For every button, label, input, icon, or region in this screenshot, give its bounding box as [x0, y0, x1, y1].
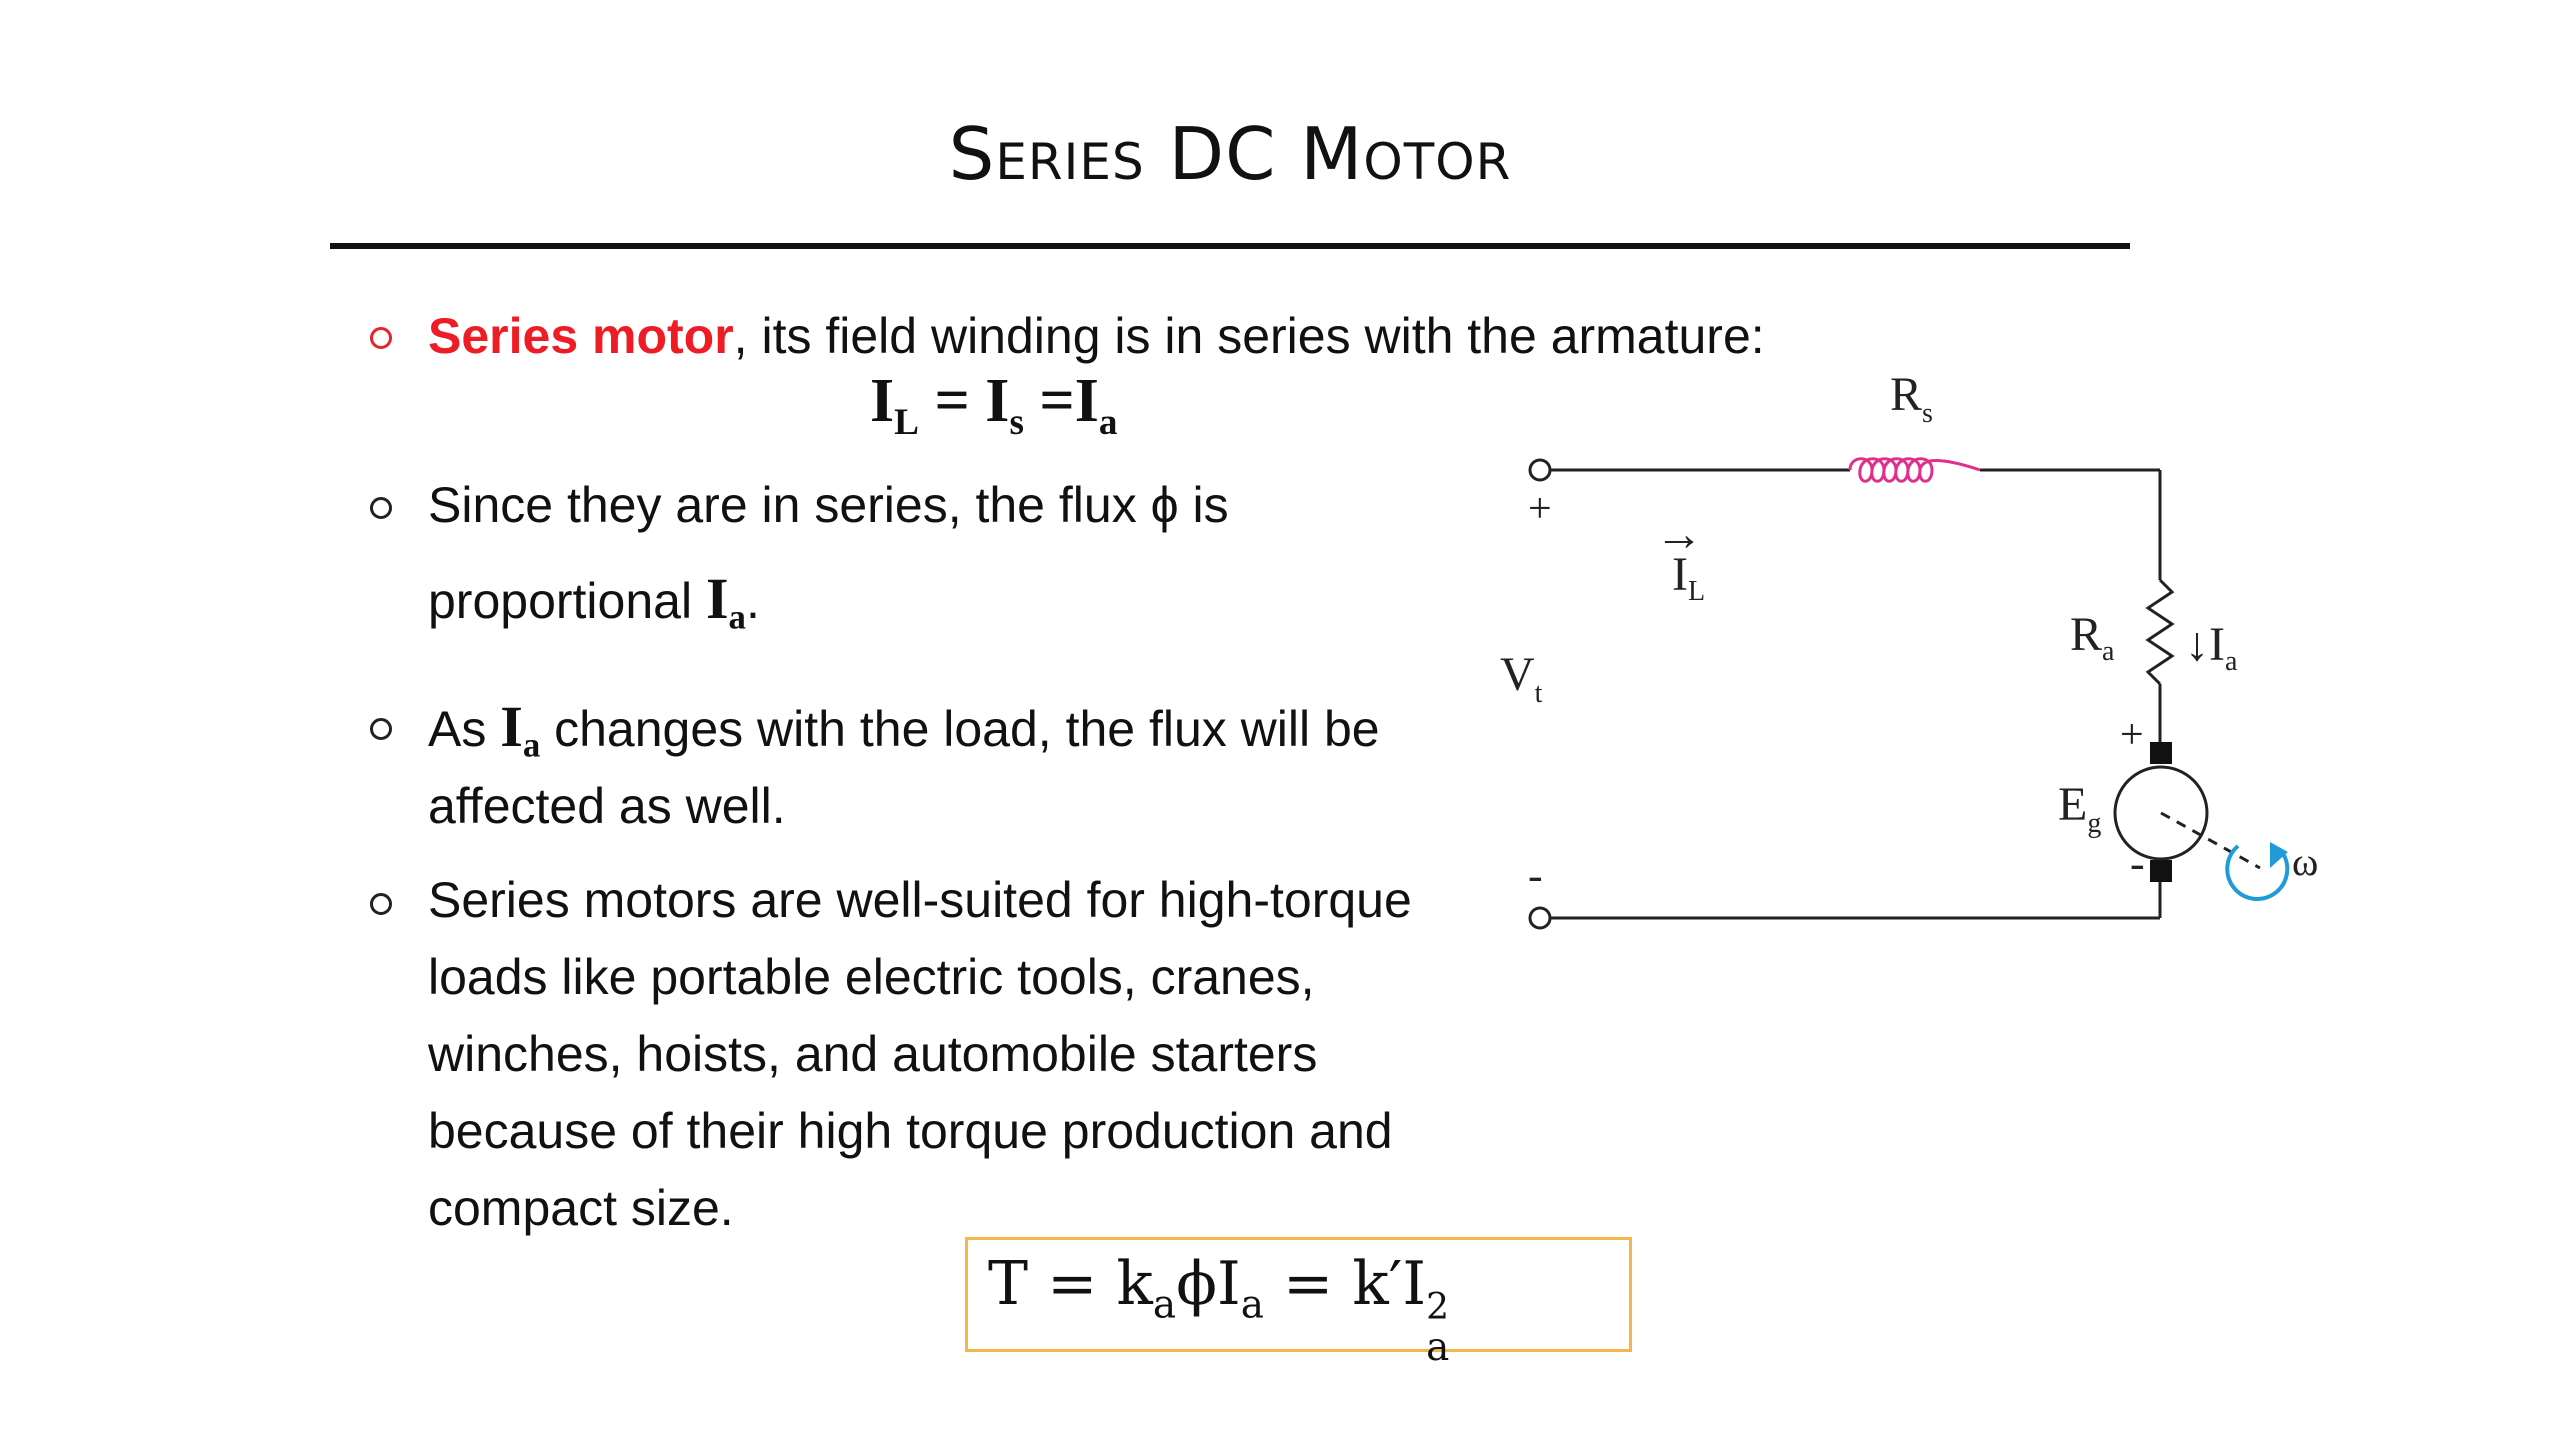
label-eg: Eg — [2058, 778, 2101, 839]
label-plus-armature: + — [2120, 712, 2144, 758]
bullet-4-line-5: compact size. — [428, 1180, 734, 1236]
rotation-arrowhead — [2270, 842, 2288, 868]
label-rs: Rs — [1890, 368, 1933, 429]
bullet-3-line-2: affected as well. — [428, 778, 786, 834]
bullet-4-line-1: Series motors are well-suited for high-t… — [428, 872, 1412, 928]
series-field-coil — [1848, 457, 1981, 483]
bullet-3-line-1: As Ia changes with the load, the flux wi… — [428, 694, 1380, 765]
label-il: IL — [1672, 548, 1705, 607]
label-vt: Vt — [1500, 648, 1543, 709]
bullet-4-line-4: because of their high torque production … — [428, 1103, 1393, 1159]
motor-shaft — [2160, 811, 2261, 870]
label-plus-terminal: + — [1528, 486, 1552, 532]
bullet-1-text: , its field winding is in series with th… — [733, 308, 1765, 364]
bullet-2-line-1: Since they are in series, the flux ϕ is — [428, 477, 1229, 533]
label-ia: ↓Ia — [2185, 618, 2238, 677]
brush-bottom — [2150, 860, 2172, 882]
series-motor-circuit: Rs + → IL Ra ↓Ia Vt + Eg - - ω — [1500, 368, 2318, 930]
label-omega: ω — [2292, 839, 2318, 884]
bullet-2-line-2: proportional Ia. — [428, 566, 760, 637]
armature-resistor — [2145, 578, 2175, 686]
bullet-marker — [370, 718, 392, 740]
brush-top — [2150, 742, 2172, 764]
slide-title: Series DC Motor — [948, 112, 1512, 196]
bullet-marker — [370, 497, 392, 519]
title-underline — [330, 243, 2130, 249]
bullet-1: Series motor, its field winding is in se… — [428, 298, 1765, 375]
label-il-arrow: → — [1655, 508, 1703, 561]
label-minus-terminal: - — [1528, 851, 1543, 900]
bullet-4-line-3: winches, hoists, and automobile starters — [428, 1026, 1318, 1082]
bullet-marker — [370, 893, 392, 915]
rotation-arc — [2225, 844, 2290, 901]
bullet-4-line-2: loads like portable electric tools, cran… — [428, 949, 1315, 1005]
current-equation: IL = Is =Ia — [870, 367, 1118, 444]
label-minus-armature: - — [2130, 839, 2145, 888]
terminal-top — [1528, 458, 1552, 482]
label-ra: Ra — [2070, 608, 2115, 667]
bullet-marker — [370, 327, 392, 349]
terminal-bottom — [1528, 906, 1552, 930]
emphasis-text: Series motor — [428, 308, 734, 364]
